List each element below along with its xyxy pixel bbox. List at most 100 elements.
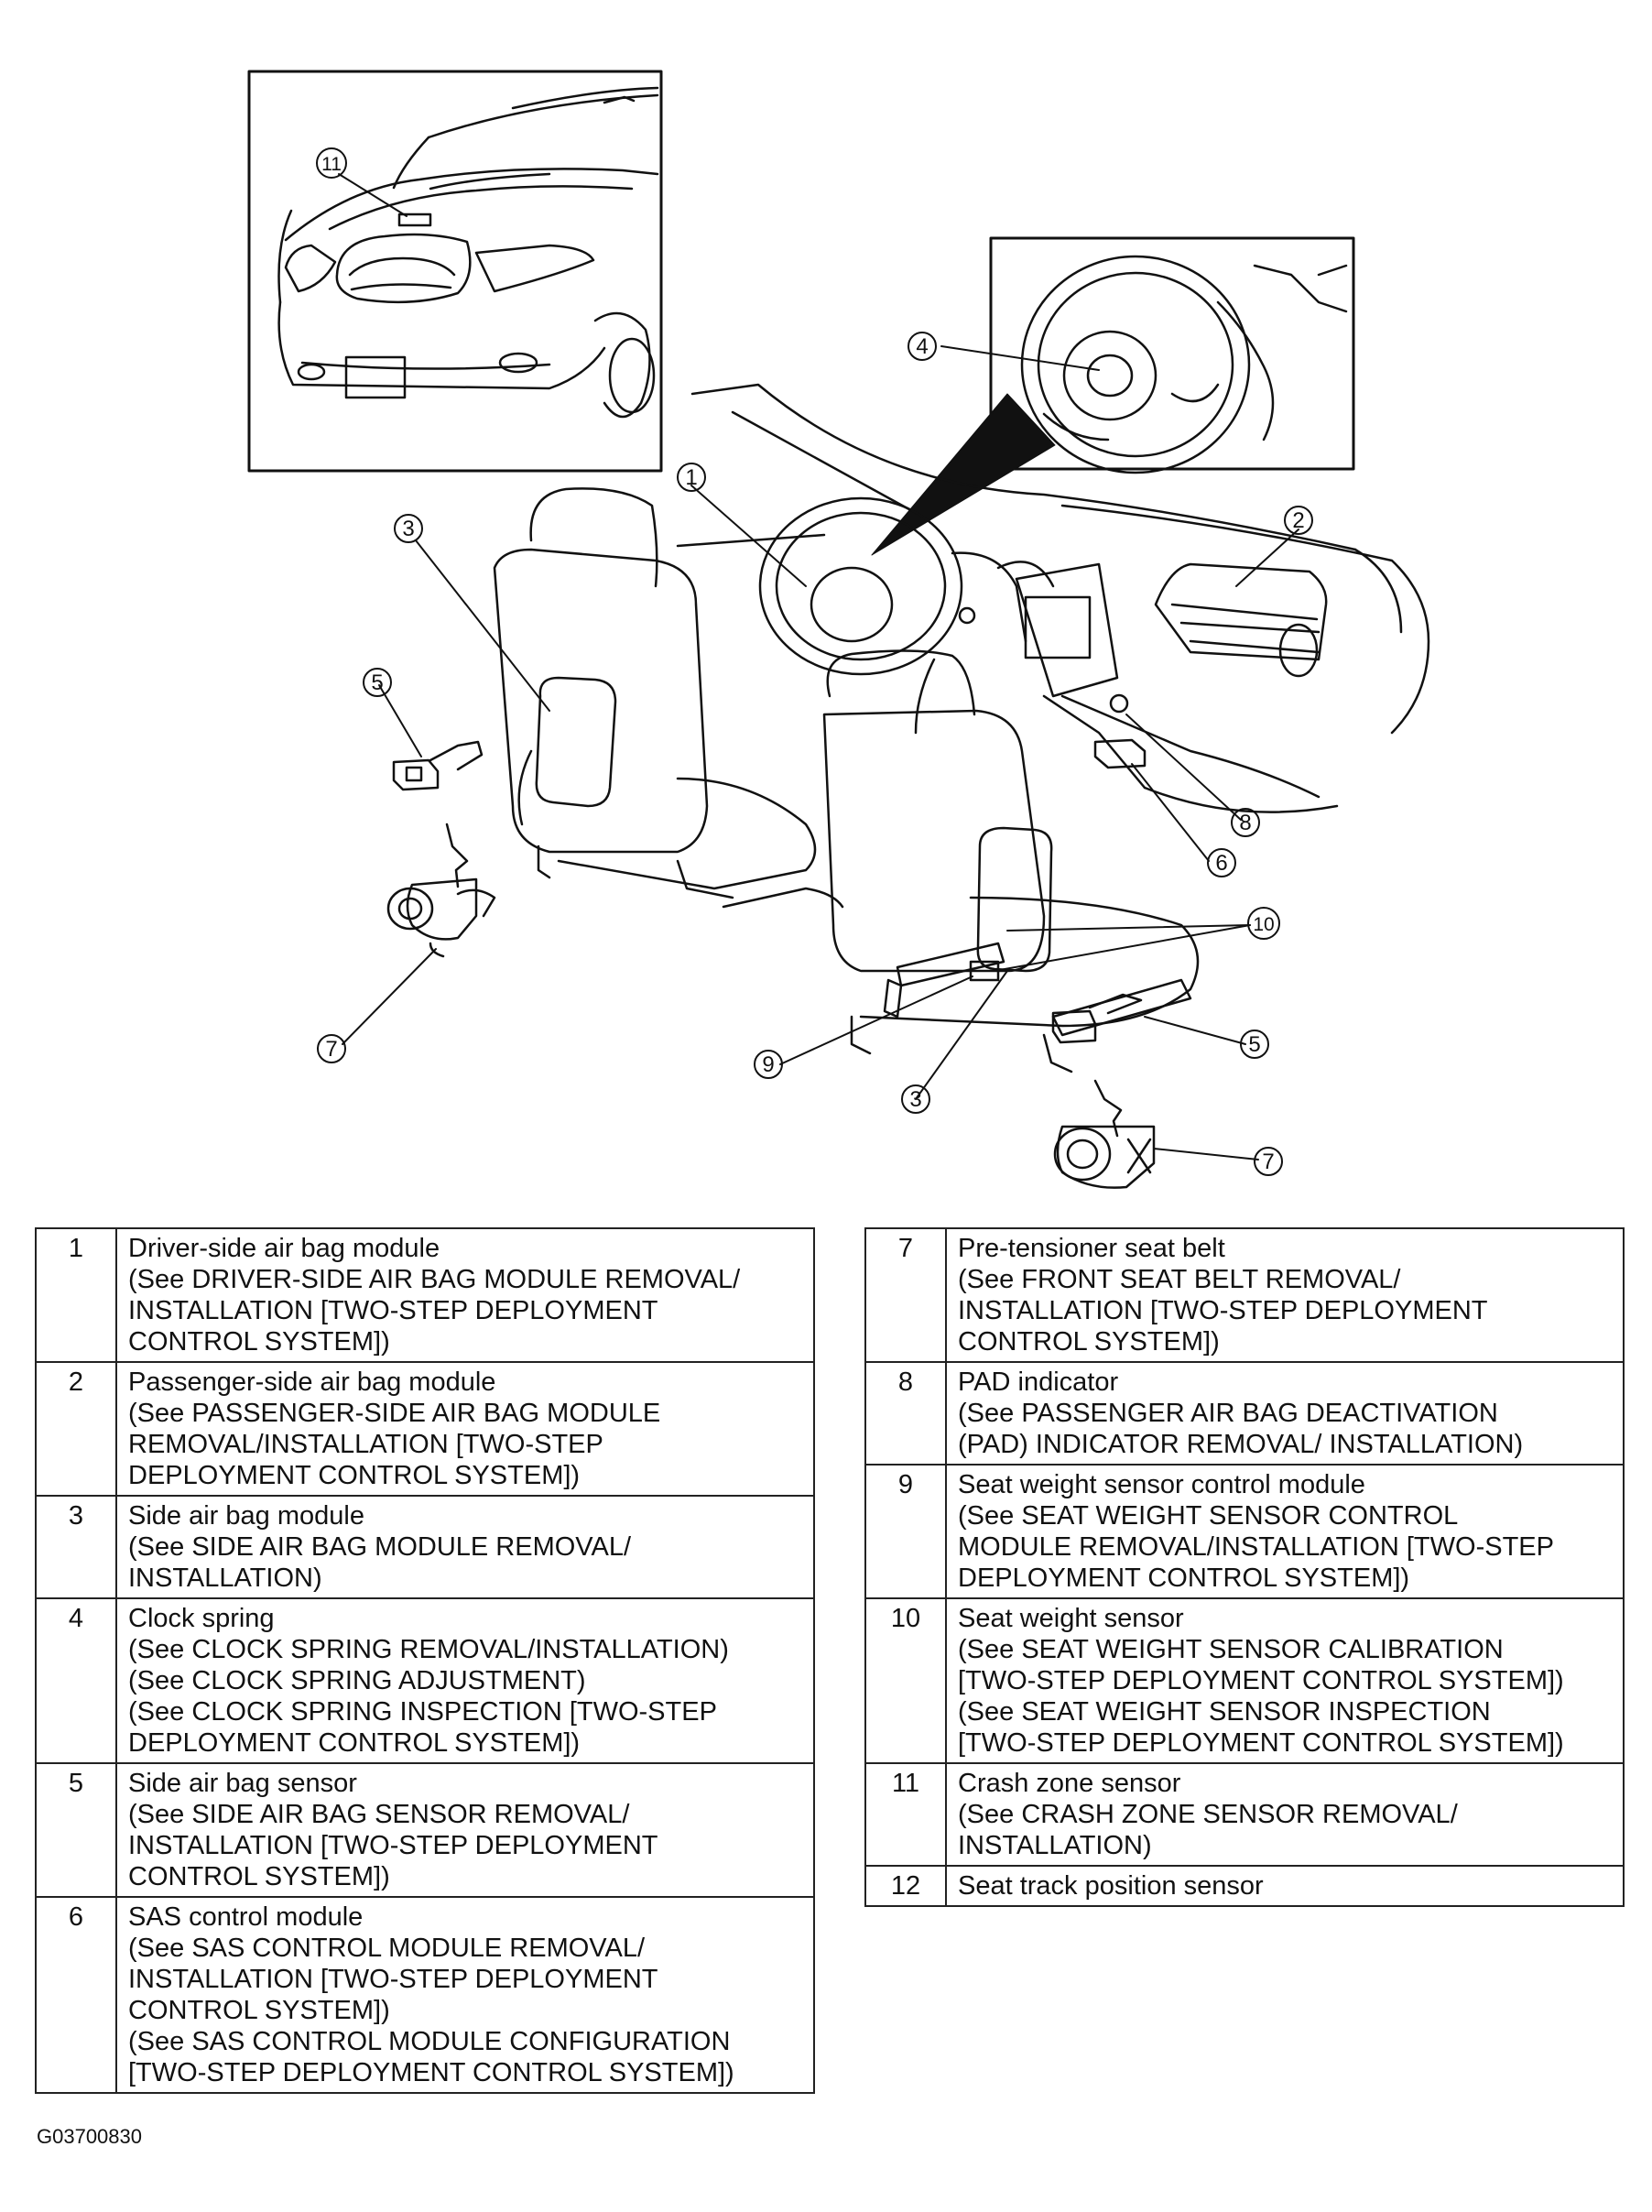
callout-10: 10 xyxy=(1247,907,1280,940)
svg-text:9: 9 xyxy=(762,1052,774,1077)
legend-reference: (See SIDE AIR BAG SENSOR REMOVAL/ xyxy=(128,1800,630,1829)
legend-reference: [TWO-STEP DEPLOYMENT CONTROL SYSTEM]) xyxy=(958,1666,1564,1695)
legend-description: Crash zone sensor(See CRASH ZONE SENSOR … xyxy=(945,1762,1625,1867)
legend-description: Clock spring(See CLOCK SPRING REMOVAL/IN… xyxy=(115,1597,815,1764)
legend-number: 9 xyxy=(864,1464,947,1599)
callout-5: 5 xyxy=(363,668,392,697)
legend-reference: DEPLOYMENT CONTROL SYSTEM]) xyxy=(958,1564,1410,1593)
legend-description: Driver-side air bag module(See DRIVER-SI… xyxy=(115,1227,815,1363)
legend-reference: (See SAS CONTROL MODULE REMOVAL/ xyxy=(128,1934,646,1963)
driver-seat xyxy=(493,487,844,909)
svg-text:8: 8 xyxy=(1239,811,1251,835)
legend-description: Side air bag sensor(See SIDE AIR BAG SEN… xyxy=(115,1762,815,1898)
callout-11: 11 xyxy=(316,147,347,179)
legend-reference: CONTROL SYSTEM]) xyxy=(958,1327,1220,1357)
legend-reference: (See SEAT WEIGHT SENSOR CONTROL xyxy=(958,1501,1459,1531)
legend-number: 7 xyxy=(864,1227,947,1363)
legend-number: 1 xyxy=(35,1227,117,1363)
legend-reference: CONTROL SYSTEM]) xyxy=(128,1327,390,1357)
legend-description: Passenger-side air bag module(See PASSEN… xyxy=(115,1361,815,1497)
legend-description: SAS control module(See SAS CONTROL MODUL… xyxy=(115,1896,815,2094)
legend-reference: INSTALLATION [TWO-STEP DEPLOYMENT xyxy=(128,1965,658,1994)
legend-reference: [TWO-STEP DEPLOYMENT CONTROL SYSTEM]) xyxy=(128,2058,734,2087)
component-location-diagram: 1 2 3 4 5 6 7 8 9 10 11 3 5 7 xyxy=(247,70,1430,1189)
legend-reference: (See CLOCK SPRING REMOVAL/INSTALLATION) xyxy=(128,1635,729,1664)
callout-2: 2 xyxy=(1284,506,1313,535)
legend-number: 6 xyxy=(35,1896,117,2094)
legend-description: Pre-tensioner seat belt(See FRONT SEAT B… xyxy=(945,1227,1625,1363)
legend-number: 12 xyxy=(864,1865,947,1907)
svg-text:4: 4 xyxy=(916,334,928,359)
legend-title: PAD indicator xyxy=(958,1368,1119,1397)
legend-title: Side air bag sensor xyxy=(128,1769,357,1798)
legend-reference: MODULE REMOVAL/INSTALLATION [TWO-STEP xyxy=(958,1532,1554,1562)
legend-title: Seat track position sensor xyxy=(958,1871,1264,1901)
legend-title: SAS control module xyxy=(128,1902,364,1932)
legend-reference: INSTALLATION) xyxy=(128,1564,322,1593)
legend-number: 10 xyxy=(864,1597,947,1764)
callout-9: 9 xyxy=(754,1050,783,1079)
svg-text:5: 5 xyxy=(1248,1032,1260,1057)
legend-description: PAD indicator(See PASSENGER AIR BAG DEAC… xyxy=(945,1361,1625,1466)
legend-reference: CONTROL SYSTEM]) xyxy=(128,1862,390,1891)
legend-reference: INSTALLATION [TWO-STEP DEPLOYMENT xyxy=(128,1831,658,1860)
legend-description: Side air bag module(See SIDE AIR BAG MOD… xyxy=(115,1495,815,1599)
legend-number: 4 xyxy=(35,1597,117,1764)
callouts: 1 2 3 4 5 6 7 8 9 10 11 3 5 7 xyxy=(316,147,1313,1176)
callout-6: 6 xyxy=(1207,848,1236,877)
svg-text:6: 6 xyxy=(1215,851,1227,876)
callout-1: 1 xyxy=(677,463,706,492)
legend-reference: (See CLOCK SPRING INSPECTION [TWO-STEP xyxy=(128,1697,717,1727)
legend-reference: DEPLOYMENT CONTROL SYSTEM]) xyxy=(128,1461,581,1490)
legend-number: 8 xyxy=(864,1361,947,1466)
svg-text:7: 7 xyxy=(1262,1150,1274,1174)
pretensioner-right xyxy=(1053,1079,1156,1189)
callout-3b: 3 xyxy=(901,1084,930,1114)
legend-title: Clock spring xyxy=(128,1604,275,1633)
callout-5b: 5 xyxy=(1240,1030,1269,1059)
callout-8: 8 xyxy=(1231,808,1260,837)
pretensioner-left xyxy=(386,823,496,958)
vehicle-front-inset xyxy=(247,70,663,473)
legend-reference: (See CRASH ZONE SENSOR REMOVAL/ xyxy=(958,1800,1458,1829)
legend-description: Seat weight sensor(See SEAT WEIGHT SENSO… xyxy=(945,1597,1625,1764)
legend-reference: CONTROL SYSTEM]) xyxy=(128,1996,390,2025)
svg-text:10: 10 xyxy=(1253,914,1274,935)
legend-reference: [TWO-STEP DEPLOYMENT CONTROL SYSTEM]) xyxy=(958,1728,1564,1758)
callout-7: 7 xyxy=(317,1034,346,1063)
legend-reference: (See SEAT WEIGHT SENSOR INSPECTION xyxy=(958,1697,1491,1727)
side-air-bag-sensor-left xyxy=(392,740,484,791)
legend-number: 11 xyxy=(864,1762,947,1867)
legend-reference: (See FRONT SEAT BELT REMOVAL/ xyxy=(958,1265,1401,1294)
legend-description: Seat track position sensor xyxy=(945,1865,1625,1907)
legend-title: Seat weight sensor control module xyxy=(958,1470,1365,1499)
legend-description: Seat weight sensor control module(See SE… xyxy=(945,1464,1625,1599)
legend-reference: (See SEAT WEIGHT SENSOR CALIBRATION xyxy=(958,1635,1504,1664)
steering-wheel-inset xyxy=(940,236,1355,474)
legend-reference: (See PASSENGER-SIDE AIR BAG MODULE xyxy=(128,1399,661,1428)
svg-text:7: 7 xyxy=(325,1037,337,1062)
legend-reference: (See DRIVER-SIDE AIR BAG MODULE REMOVAL/ xyxy=(128,1265,741,1294)
legend-number: 2 xyxy=(35,1361,117,1497)
legend-row: 12 Seat track position sensor xyxy=(864,1865,1625,1907)
legend-title: Driver-side air bag module xyxy=(128,1234,440,1263)
legend-reference: INSTALLATION [TWO-STEP DEPLOYMENT xyxy=(958,1296,1488,1325)
inset-pointer xyxy=(871,393,1056,556)
legend-title: Seat weight sensor xyxy=(958,1604,1184,1633)
legend-reference: (See PASSENGER AIR BAG DEACTIVATION xyxy=(958,1399,1498,1428)
svg-text:5: 5 xyxy=(371,670,383,695)
legend-number: 3 xyxy=(35,1495,117,1599)
callout-4: 4 xyxy=(908,332,937,361)
legend-reference: (See SIDE AIR BAG MODULE REMOVAL/ xyxy=(128,1532,632,1562)
legend-reference: INSTALLATION [TWO-STEP DEPLOYMENT xyxy=(128,1296,658,1325)
